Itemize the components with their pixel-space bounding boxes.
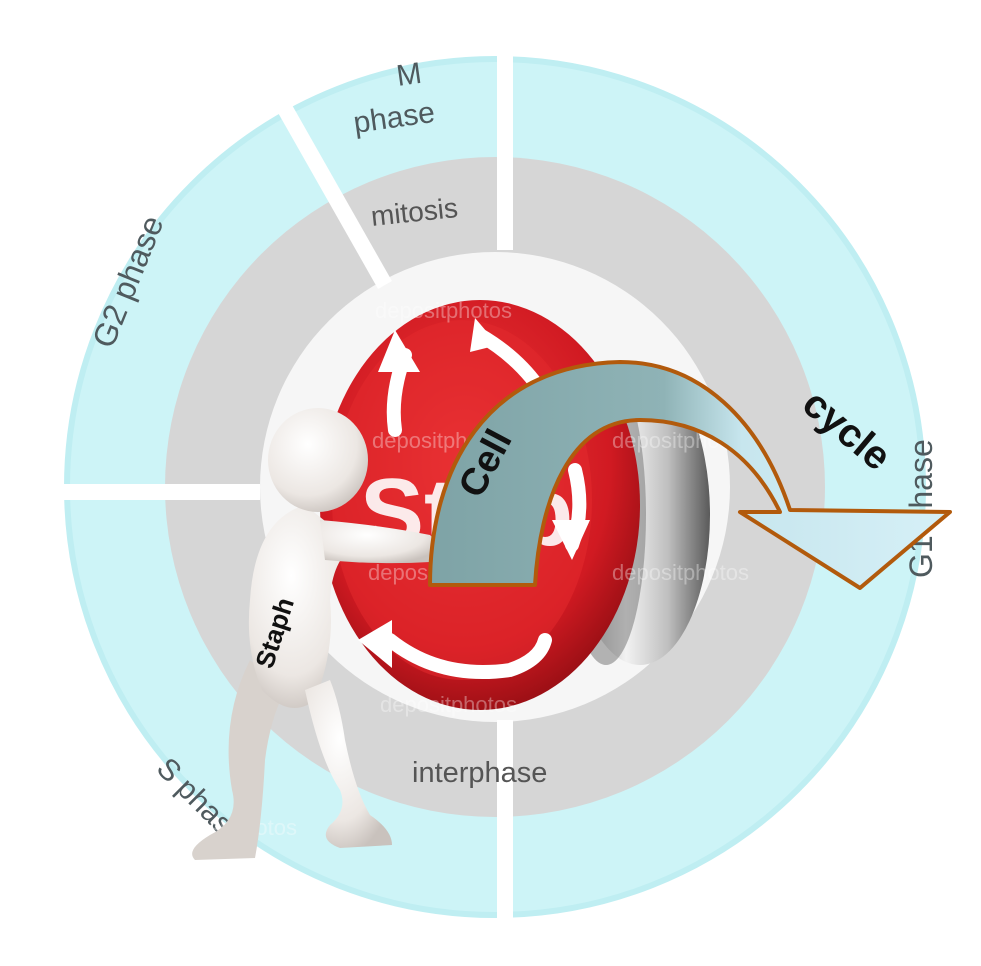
ring-dividers (20, 40, 513, 940)
interphase-label: interphase (412, 757, 547, 789)
watermark-6: depositphotos (380, 692, 517, 717)
cell-cycle-arrow (428, 360, 952, 590)
g1-phase-label: G1 phase (903, 439, 939, 578)
m-phase-label-line1: M (394, 57, 423, 93)
arrowheads-icon (358, 318, 590, 668)
watermark-1: depositphotos (375, 298, 512, 323)
watermark-5: depositphotos (612, 560, 749, 585)
figure-person (192, 408, 438, 860)
